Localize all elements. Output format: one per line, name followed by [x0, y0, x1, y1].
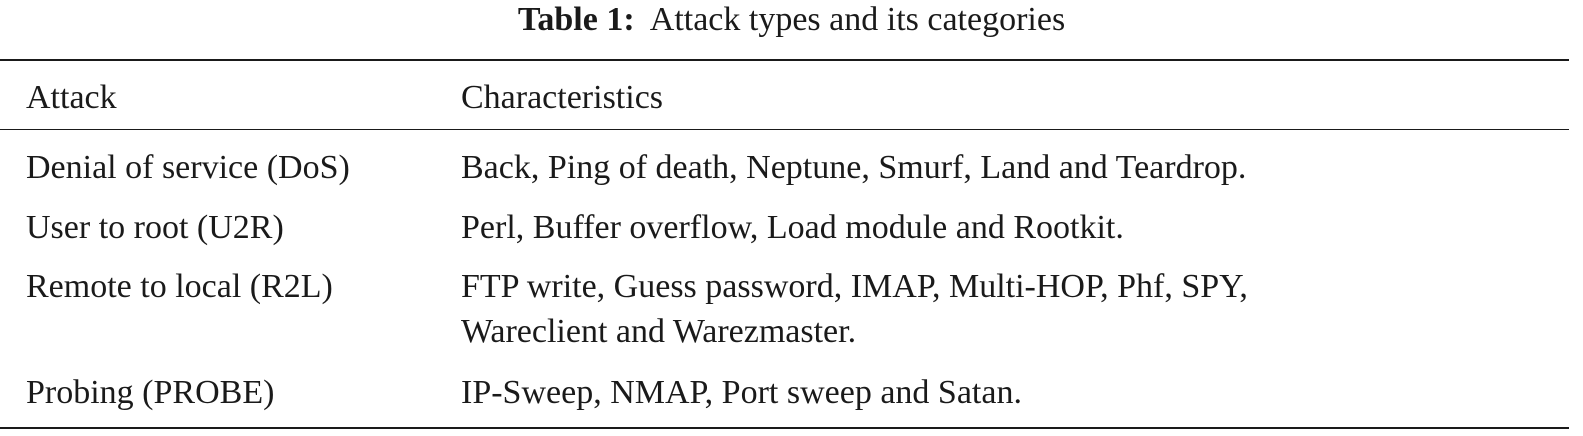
table-row-attack: Probing (PROBE) — [26, 374, 275, 411]
column-header-characteristics: Characteristics — [461, 79, 664, 116]
table-row-characteristics: Perl, Buffer overflow, Load module and R… — [461, 209, 1124, 246]
table-header-rule — [0, 129, 1569, 130]
table-top-rule — [0, 59, 1569, 61]
table-row-attack: User to root (U2R) — [26, 209, 284, 246]
table-row-characteristics-continued: Wareclient and Warezmaster. — [461, 313, 857, 350]
table-row-attack: Remote to local (R2L) — [26, 268, 333, 305]
column-header-attack: Attack — [26, 79, 117, 116]
table-caption-text: Attack types and its categories — [649, 1, 1066, 38]
table-bottom-rule — [0, 427, 1569, 429]
table-caption: Table 1: Attack types and its categories — [0, 0, 1583, 44]
table-row-characteristics: Back, Ping of death, Neptune, Smurf, Lan… — [461, 149, 1247, 186]
table-row-characteristics: FTP write, Guess password, IMAP, Multi-H… — [461, 268, 1248, 305]
table-row-attack: Denial of service (DoS) — [26, 149, 350, 186]
table-row-characteristics: IP-Sweep, NMAP, Port sweep and Satan. — [461, 374, 1022, 411]
table-caption-label: Table 1: — [517, 1, 635, 38]
